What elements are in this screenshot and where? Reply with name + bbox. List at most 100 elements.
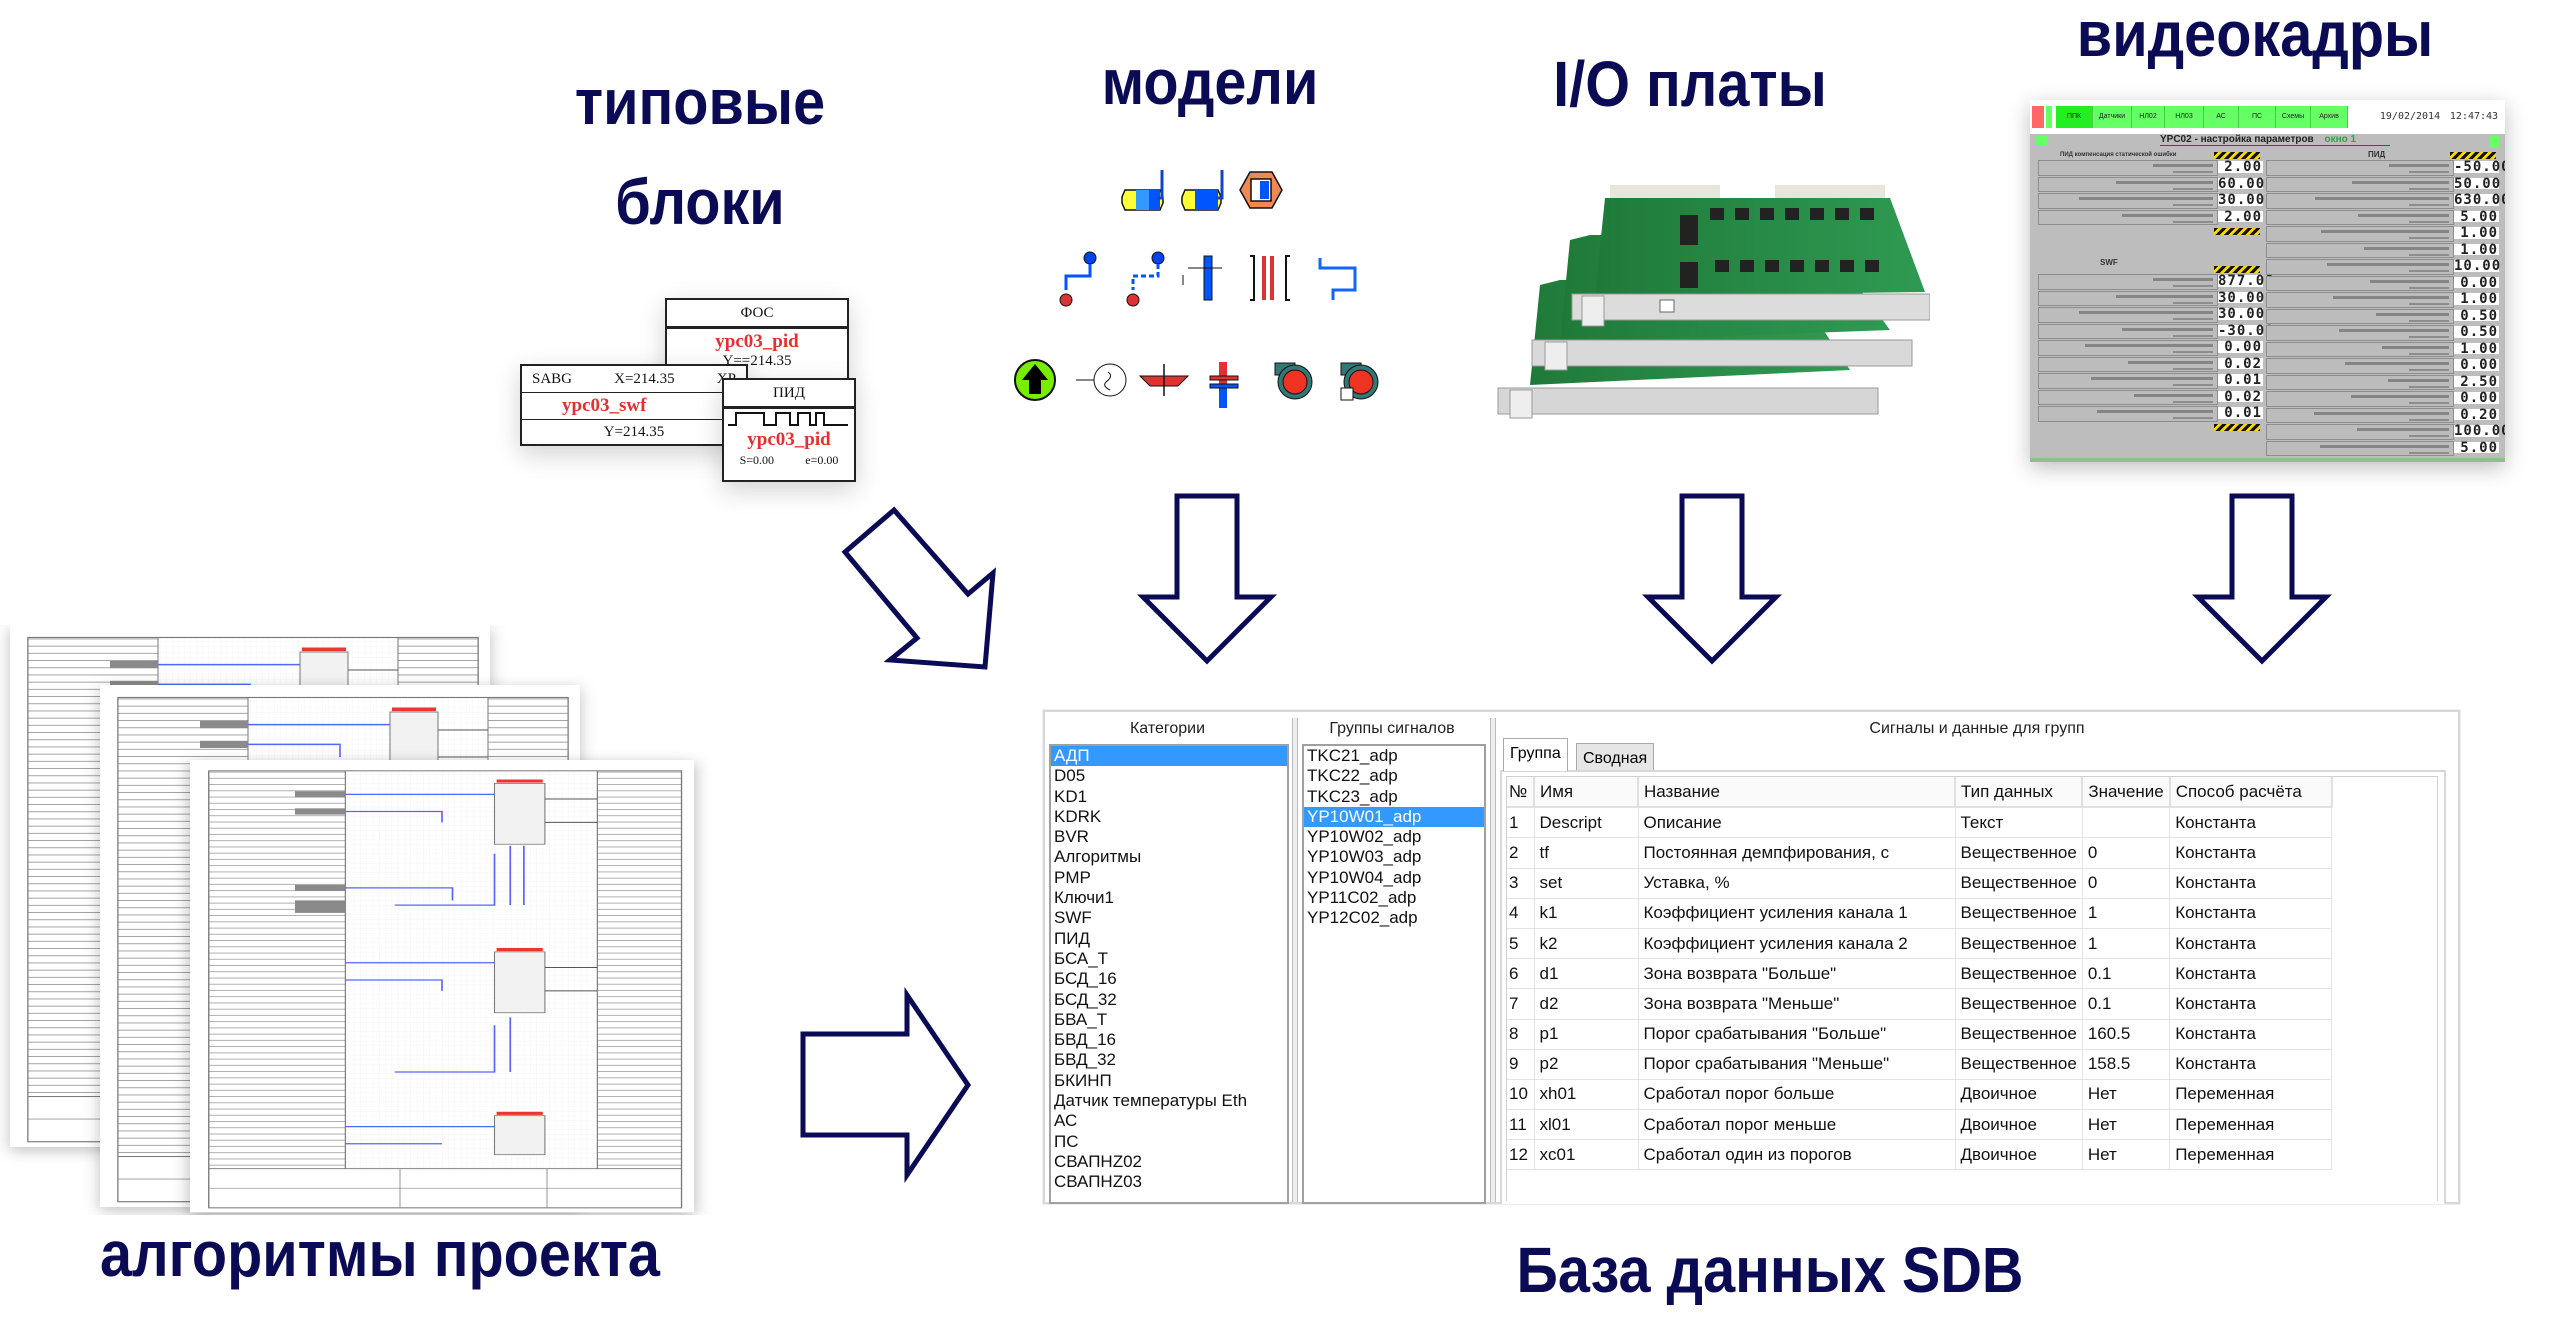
- video-tab[interactable]: ППК: [2056, 106, 2093, 128]
- category-item[interactable]: SWF: [1054, 908, 1092, 928]
- video-param-value[interactable]: 1.00: [2454, 292, 2499, 306]
- signal-group-item[interactable]: YP10W01_adp: [1304, 806, 1484, 828]
- category-item[interactable]: Датчик температуры Eth: [1054, 1091, 1248, 1111]
- video-tab[interactable]: ПС: [2239, 106, 2276, 128]
- category-item[interactable]: БКИНП: [1054, 1070, 1112, 1090]
- category-item[interactable]: СВАПНZ03: [1054, 1172, 1142, 1192]
- video-param-value[interactable]: 100.00: [2454, 423, 2505, 439]
- video-param-value[interactable]: 0.02: [2218, 357, 2263, 370]
- category-item[interactable]: BVR: [1054, 827, 1089, 847]
- video-param-value[interactable]: 2.00: [2218, 210, 2263, 223]
- video-tab[interactable]: НЛ02: [2132, 106, 2165, 128]
- signal-group-item[interactable]: TKC23_adp: [1307, 786, 1398, 806]
- category-item[interactable]: ПИД: [1054, 928, 1090, 948]
- category-item[interactable]: БВД_16: [1054, 1030, 1116, 1050]
- signal-group-item[interactable]: YP11C02_adp: [1307, 888, 1417, 908]
- category-item[interactable]: БВА_Т: [1054, 1009, 1108, 1029]
- video-param-label: [2128, 360, 2213, 364]
- category-item[interactable]: СВАПНZ02: [1054, 1151, 1142, 1171]
- video-tab[interactable]: Датчики: [2093, 106, 2132, 128]
- document-icon[interactable]: [2490, 136, 2499, 148]
- video-param-value[interactable]: 30.00: [2218, 192, 2266, 208]
- video-param-value[interactable]: 1.00: [2454, 342, 2499, 355]
- video-param-value[interactable]: 0.00: [2454, 276, 2499, 289]
- signal-group-item[interactable]: YP12C02_adp: [1307, 908, 1418, 928]
- category-item[interactable]: D05: [1054, 766, 1086, 786]
- signal-group-item[interactable]: TKC21_adp: [1307, 746, 1398, 765]
- video-param-value[interactable]: 1.00: [2454, 226, 2499, 240]
- category-item[interactable]: ПС: [1054, 1131, 1079, 1151]
- signal-group-item[interactable]: YP10W03_adp: [1307, 847, 1422, 867]
- video-param-value[interactable]: 0.50: [2454, 325, 2499, 339]
- video-param-value[interactable]: 60.00: [2218, 175, 2266, 192]
- video-param-value[interactable]: 2.00: [2218, 160, 2263, 174]
- video-param-value[interactable]: 0.00: [2454, 358, 2499, 372]
- video-param-value[interactable]: 0.00: [2454, 391, 2499, 405]
- video-tab[interactable]: НЛ03: [2165, 106, 2204, 128]
- tab-summary[interactable]: Сводная: [1576, 743, 1655, 772]
- signal-group-item[interactable]: TKC22_adp: [1307, 766, 1398, 786]
- video-param-value[interactable]: -30.00: [2218, 322, 2275, 339]
- video-tab[interactable]: Схемы: [2276, 106, 2311, 128]
- tab-group[interactable]: Группа: [1503, 738, 1568, 771]
- video-tab[interactable]: АС: [2204, 106, 2239, 128]
- category-item[interactable]: АДП: [1051, 746, 1287, 767]
- video-param-value[interactable]: 0.01: [2218, 406, 2263, 420]
- video-param-value[interactable]: 0.50: [2454, 309, 2499, 322]
- column-header[interactable]: Название: [1638, 777, 1956, 809]
- column-header[interactable]: Способ расчёта: [2169, 777, 2333, 809]
- video-param-label: [2382, 345, 2449, 349]
- category-item[interactable]: KDRK: [1054, 806, 1102, 826]
- video-param-value[interactable]: 0.20: [2454, 408, 2499, 421]
- video-param-value[interactable]: 877.00: [2218, 273, 2275, 289]
- category-item[interactable]: Ключи1: [1054, 888, 1115, 908]
- nav-icon[interactable]: [2036, 136, 2048, 146]
- signal-group-item[interactable]: YP10W04_adp: [1307, 867, 1422, 887]
- video-param-value[interactable]: -50.00: [2454, 159, 2505, 175]
- category-item[interactable]: Алгоритмы: [1054, 847, 1142, 867]
- column-header[interactable]: Имя: [1534, 777, 1639, 809]
- video-param-value[interactable]: 5.00: [2454, 441, 2499, 454]
- table-cell: Сработал один из порогов: [1638, 1139, 1956, 1171]
- column-header[interactable]: №: [1507, 777, 1535, 809]
- video-param-value[interactable]: 5.00: [2454, 210, 2499, 223]
- table-cell: [2082, 807, 2171, 839]
- fan-icon: [1274, 362, 1313, 400]
- video-param-value[interactable]: 30.00: [2218, 306, 2266, 322]
- category-item[interactable]: PMP: [1054, 867, 1091, 887]
- category-item[interactable]: БСА_Т: [1054, 948, 1109, 968]
- category-item[interactable]: KD1: [1054, 786, 1088, 806]
- video-param-value[interactable]: 1.00: [2454, 243, 2499, 256]
- column-header[interactable]: Значение: [2082, 777, 2171, 809]
- video-param-value[interactable]: 0.01: [2218, 373, 2263, 387]
- video-param-value[interactable]: 2.50: [2454, 375, 2499, 388]
- video-param-value[interactable]: 50.00: [2454, 175, 2502, 192]
- video-param-value[interactable]: 0.02: [2218, 390, 2263, 403]
- category-item[interactable]: БСД_32: [1054, 989, 1117, 1009]
- hazard-stripe: [2450, 152, 2496, 159]
- column-header[interactable]: Тип данных: [1955, 777, 2084, 809]
- video-param-value[interactable]: 30.00: [2218, 289, 2266, 306]
- category-item[interactable]: БСД_16: [1054, 969, 1117, 989]
- category-item[interactable]: БВД_32: [1054, 1050, 1116, 1070]
- video-tab[interactable]: Архив: [2311, 106, 2348, 128]
- category-item[interactable]: АС: [1054, 1111, 1078, 1131]
- video-param-value[interactable]: 0.00: [2218, 340, 2263, 354]
- signal-group-item[interactable]: YP10W02_adp: [1307, 827, 1422, 847]
- video-param-value[interactable]: 10.00: [2454, 258, 2502, 274]
- video-param-value[interactable]: 630.00: [2454, 192, 2505, 208]
